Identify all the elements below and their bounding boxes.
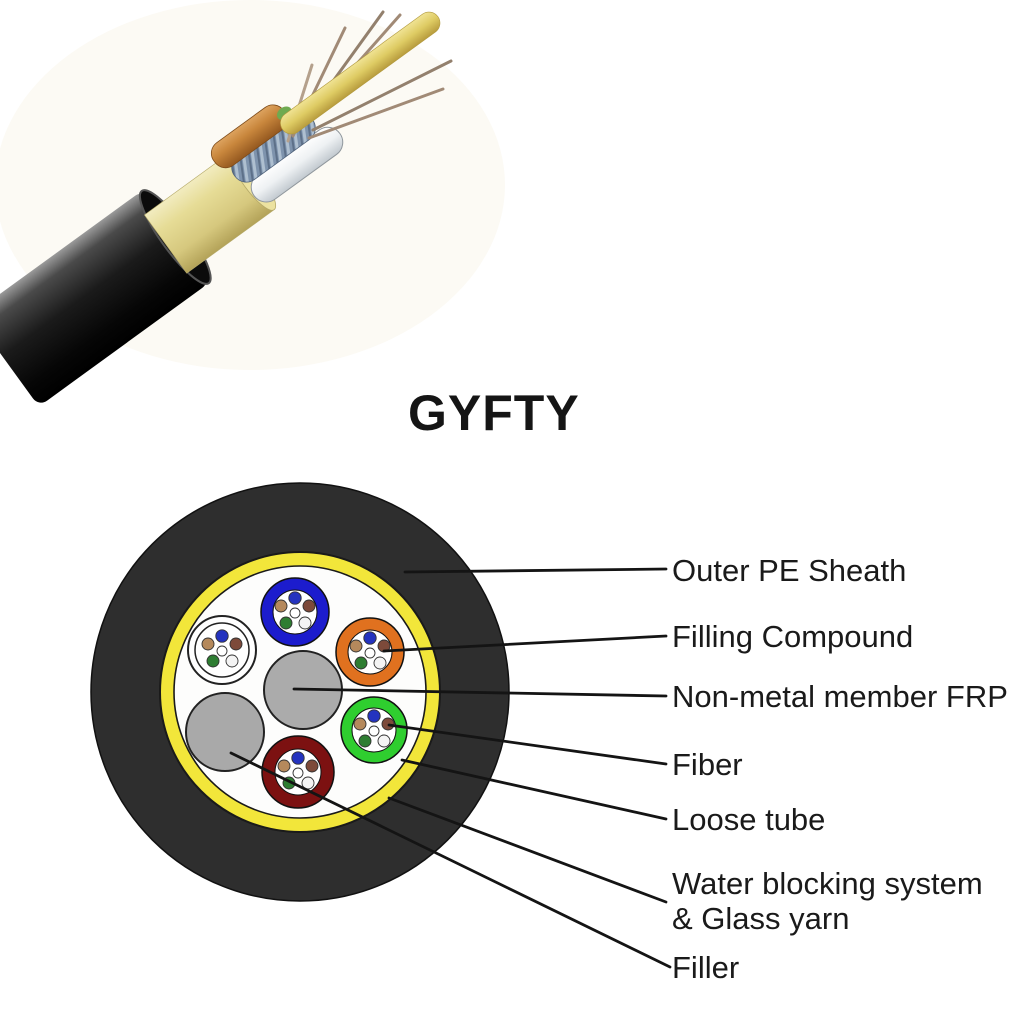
frp-rod bbox=[280, 11, 441, 135]
loose-tube-maroon bbox=[261, 735, 335, 809]
leader-line-filler bbox=[229, 751, 672, 969]
label-filler: Filler bbox=[672, 950, 740, 985]
leader-line-outer-pe-sheath bbox=[403, 567, 668, 574]
leader-line-water-blocking bbox=[387, 796, 668, 904]
cable-jacket bbox=[0, 193, 207, 403]
cross-section-diagram bbox=[90, 482, 672, 969]
label-fiber: Fiber bbox=[672, 747, 743, 782]
leader-line-filling-compound bbox=[382, 634, 668, 653]
tube-inner-ring bbox=[194, 622, 250, 678]
diagram-title: GYFTY bbox=[408, 385, 580, 441]
loose-tube-blue bbox=[260, 577, 330, 647]
leader-line-frp bbox=[292, 687, 668, 698]
label-outer-pe-sheath: Outer PE Sheath bbox=[672, 553, 907, 588]
cable-photo bbox=[0, 0, 505, 403]
label-water-blocking-system: Water blocking system & Glass yarn bbox=[672, 866, 983, 936]
label-filling-compound: Filling Compound bbox=[672, 619, 914, 654]
label-water-blocking-line2: & Glass yarn bbox=[672, 901, 850, 936]
label-non-metal-member-frp: Non-metal member FRP bbox=[672, 679, 1008, 714]
loose-tube-white bbox=[187, 615, 257, 685]
leader-line-loose-tube bbox=[400, 758, 668, 821]
label-water-blocking-line1: Water blocking system bbox=[672, 866, 983, 901]
label-loose-tube: Loose tube bbox=[672, 802, 826, 837]
glass-yarn-wire bbox=[311, 59, 453, 132]
glass-yarn-wire bbox=[307, 87, 445, 140]
loose-tube-orange bbox=[335, 617, 405, 687]
loose-tube-green bbox=[340, 696, 408, 764]
leader-lines bbox=[229, 567, 672, 969]
leader-line-fiber bbox=[387, 723, 668, 766]
filler-circle bbox=[185, 692, 265, 772]
